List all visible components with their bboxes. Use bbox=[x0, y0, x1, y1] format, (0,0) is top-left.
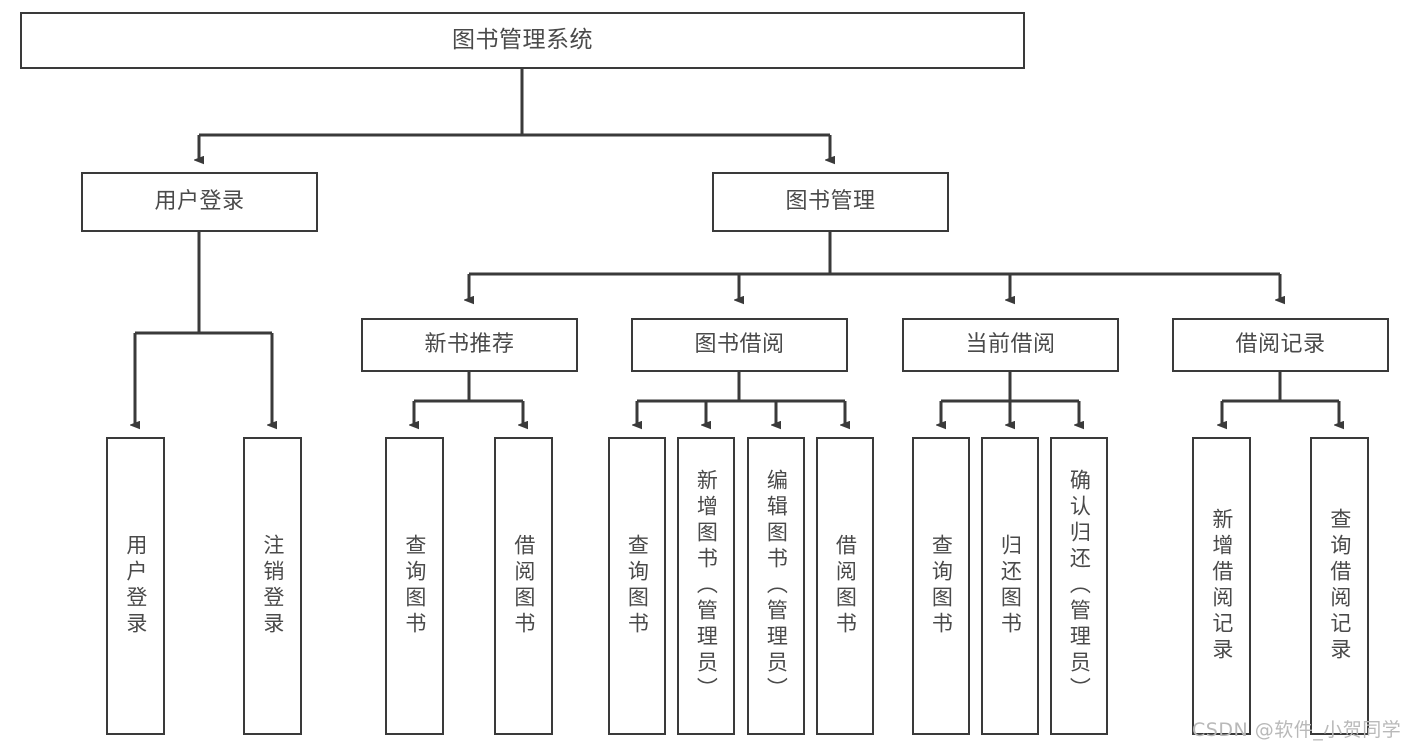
leaf-borrow-record-add-record[interactable]: 新增借阅记录 bbox=[1192, 437, 1251, 735]
node-label: 注销登录 bbox=[260, 534, 285, 638]
leaf-current-borrow-confirm-return-admin[interactable]: 确认归还（管理员） bbox=[1050, 437, 1108, 735]
leaf-new-book-borrow-book[interactable]: 借阅图书 bbox=[494, 437, 553, 735]
node-book-management[interactable]: 图书管理 bbox=[712, 172, 949, 232]
node-label: 查询图书 bbox=[625, 534, 650, 638]
node-label: 编辑图书（管理员） bbox=[764, 469, 789, 703]
node-label: 用户登录 bbox=[154, 189, 245, 215]
node-label: 查询图书 bbox=[929, 534, 954, 638]
node-label: 新增图书（管理员） bbox=[694, 469, 719, 703]
node-current-borrow[interactable]: 当前借阅 bbox=[902, 318, 1119, 372]
leaf-user-login-login[interactable]: 用户登录 bbox=[106, 437, 165, 735]
leaf-book-borrow-edit-book-admin[interactable]: 编辑图书（管理员） bbox=[747, 437, 805, 735]
leaf-new-book-query-book[interactable]: 查询图书 bbox=[385, 437, 444, 735]
node-label: 图书管理 bbox=[785, 189, 876, 215]
leaf-book-borrow-add-book-admin[interactable]: 新增图书（管理员） bbox=[677, 437, 735, 735]
node-label: 查询图书 bbox=[402, 534, 427, 638]
node-borrow-record[interactable]: 借阅记录 bbox=[1172, 318, 1389, 372]
leaf-book-borrow-borrow-book[interactable]: 借阅图书 bbox=[816, 437, 874, 735]
leaf-current-borrow-query-book[interactable]: 查询图书 bbox=[912, 437, 970, 735]
leaf-user-login-logout[interactable]: 注销登录 bbox=[243, 437, 302, 735]
node-label: 新书推荐 bbox=[424, 332, 515, 358]
node-label: 新增借阅记录 bbox=[1209, 508, 1234, 664]
node-label: 图书借阅 bbox=[694, 332, 785, 358]
node-label: 查询借阅记录 bbox=[1327, 508, 1352, 664]
node-label: 借阅记录 bbox=[1235, 332, 1326, 358]
node-book-borrow[interactable]: 图书借阅 bbox=[631, 318, 848, 372]
leaf-current-borrow-return-book[interactable]: 归还图书 bbox=[981, 437, 1039, 735]
node-label: 借阅图书 bbox=[833, 534, 858, 638]
node-label: 用户登录 bbox=[123, 534, 148, 638]
node-user-login[interactable]: 用户登录 bbox=[81, 172, 318, 232]
node-new-book-recommend[interactable]: 新书推荐 bbox=[361, 318, 578, 372]
node-label: 图书管理系统 bbox=[452, 26, 593, 53]
node-root-book-management-system[interactable]: 图书管理系统 bbox=[20, 12, 1025, 69]
csdn-watermark: CSDN @软件_小贺同学 bbox=[1192, 719, 1402, 741]
node-label: 确认归还（管理员） bbox=[1067, 469, 1092, 703]
leaf-book-borrow-query-book[interactable]: 查询图书 bbox=[608, 437, 666, 735]
node-label: 当前借阅 bbox=[965, 332, 1056, 358]
node-label: 归还图书 bbox=[998, 534, 1023, 638]
leaf-borrow-record-query-record[interactable]: 查询借阅记录 bbox=[1310, 437, 1369, 735]
node-label: 借阅图书 bbox=[511, 534, 536, 638]
